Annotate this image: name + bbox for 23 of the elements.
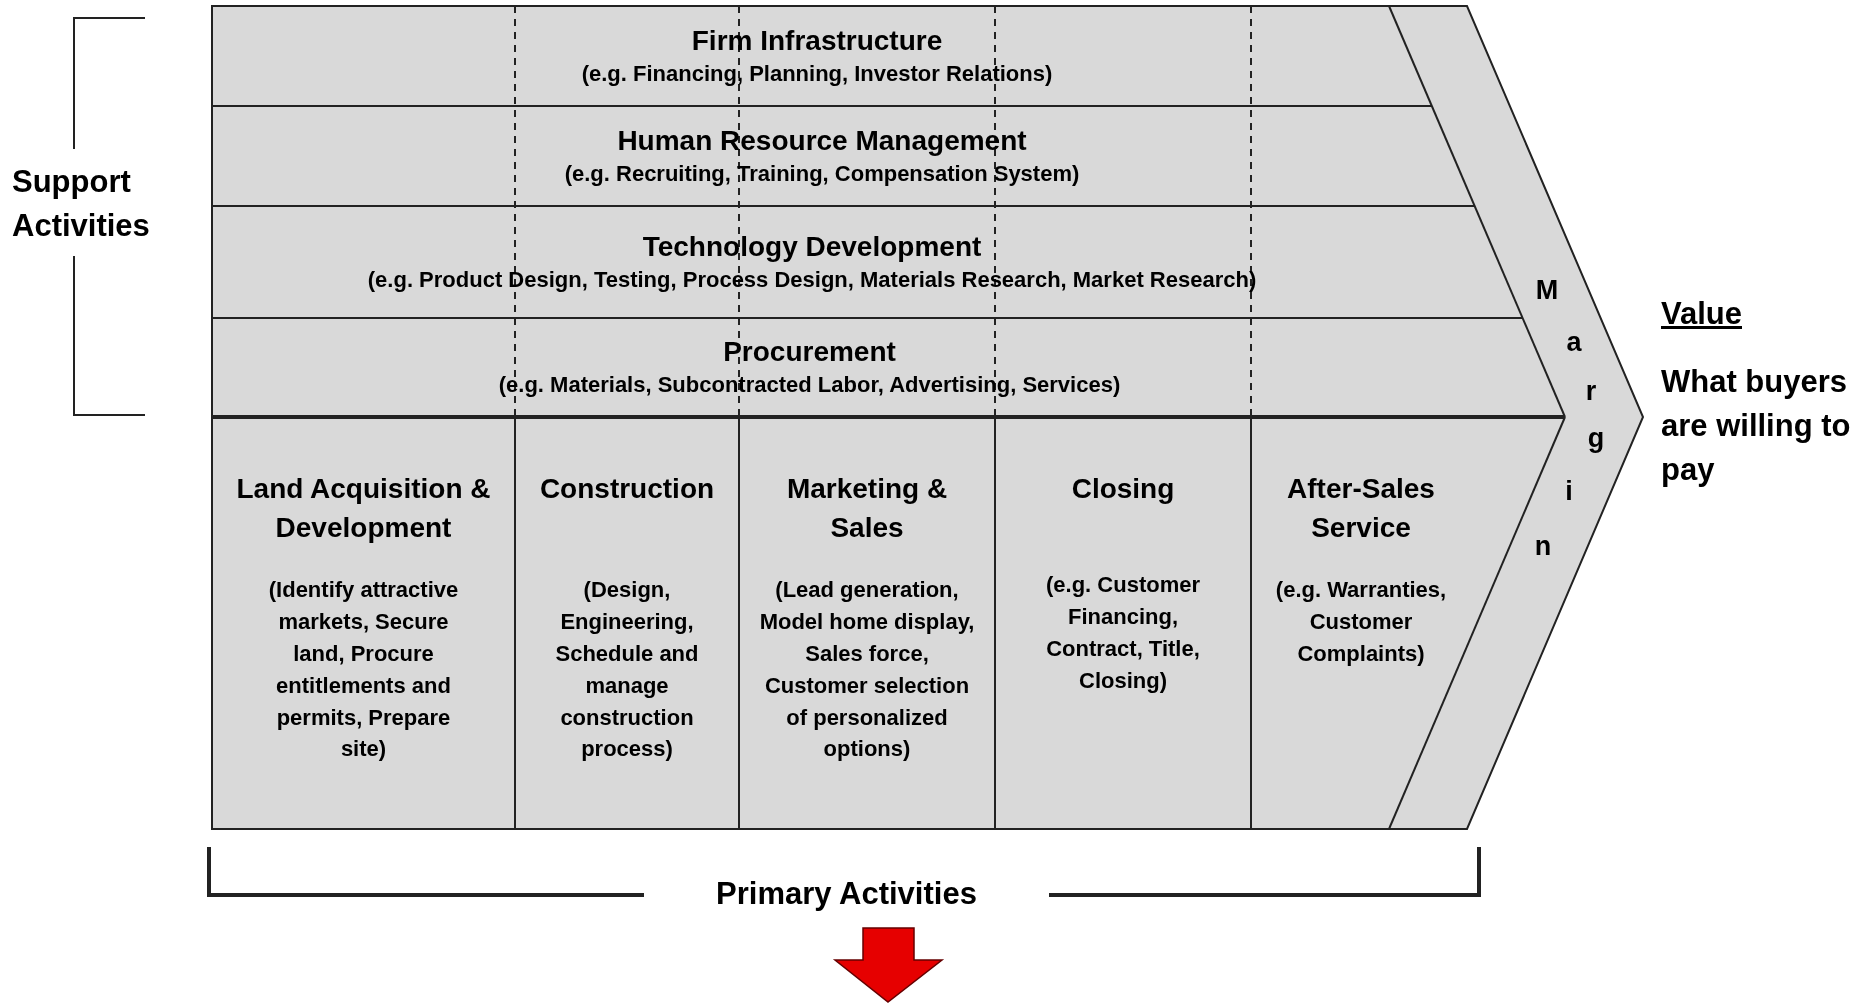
activity-title: Construction (538, 472, 716, 506)
activity-examples: (Identify attractive markets, Secure land, Procure entitlements and permits, Prepare site) (267, 576, 460, 764)
activity-title: Procurement (723, 336, 896, 369)
activity-title: Human Resource Management (617, 124, 1027, 157)
support-activities-label: Support Activities (12, 163, 151, 245)
value-description: What buyers are willing to pay (1661, 363, 1852, 490)
activity-examples: (e.g. Financing, Planning, Investor Relations) (581, 60, 1053, 88)
primary-activities-label: Primary Activities (715, 875, 978, 913)
margin-label: Margin (1533, 273, 1606, 563)
activity-examples: (e.g. Product Design, Testing, Process Design, Materials Research, Market Research) (367, 266, 1257, 294)
activity-title: After-Sales Service (1286, 472, 1436, 546)
activity-examples: (Design, Engineering, Schedule and manage construction process) (554, 576, 700, 764)
activity-examples: (e.g. Materials, Subcontracted Labor, Advertising, Services) (498, 372, 1121, 399)
activity-examples: (e.g. Recruiting, Training, Compensation System) (564, 160, 1080, 188)
activity-title: Firm Infrastructure (691, 24, 943, 57)
activity-examples: (e.g. Customer Financing, Contract, Title, Closing) (1045, 571, 1201, 695)
activity-examples: (e.g. Warranties, Customer Complaints) (1274, 576, 1448, 668)
activity-title: Marketing & Sales (785, 472, 949, 546)
activity-title: Closing (1070, 472, 1176, 506)
activity-title: Technology Development (642, 230, 982, 263)
value-heading: Value (1661, 295, 1743, 333)
activity-examples: (Lead generation, Model home display, Sales force, Customer selection of personalized options) (758, 576, 976, 764)
activity-title: Land Acquisition & Development (235, 472, 492, 546)
